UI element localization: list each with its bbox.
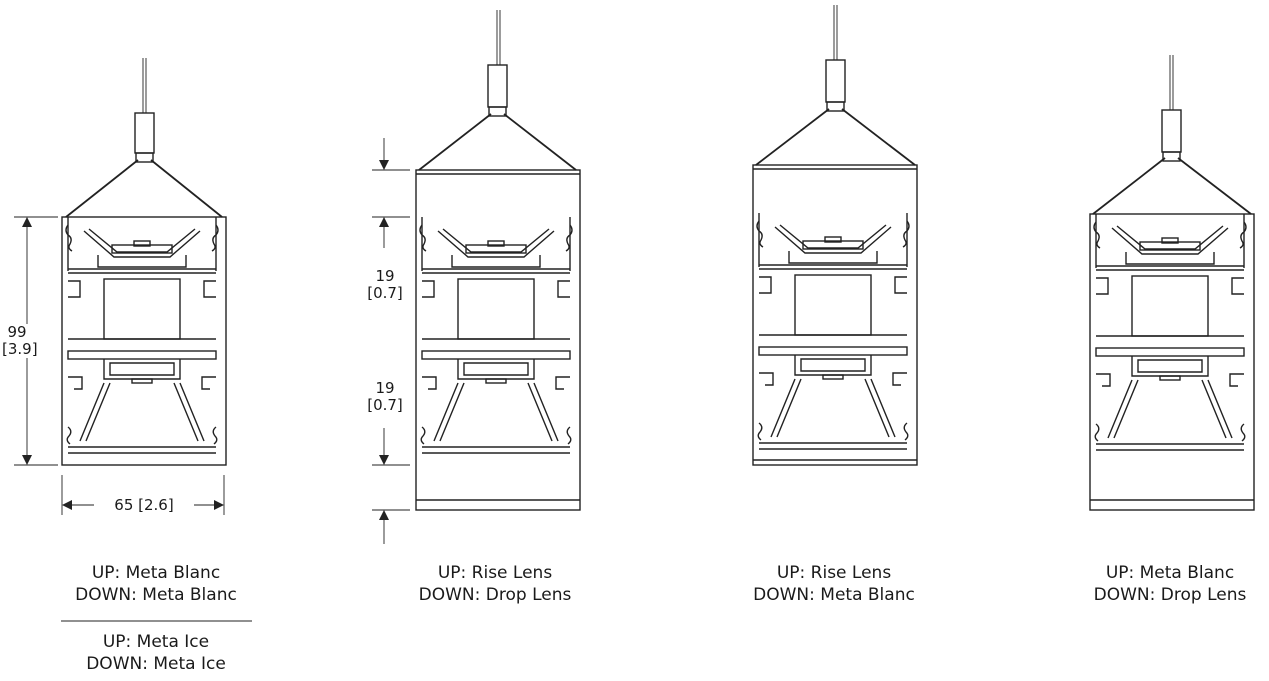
drop-lens-mm: 19 bbox=[375, 379, 395, 397]
rise-lens-dimension-label: 19 [0.7] bbox=[366, 268, 404, 302]
drop-lens-in: [0.7] bbox=[367, 396, 403, 414]
fixture-1-alt-down: DOWN: Meta Ice bbox=[86, 654, 226, 674]
width-value: 65 [2.6] bbox=[114, 496, 174, 514]
fixture-3-down: DOWN: Meta Blanc bbox=[753, 585, 915, 605]
fixture-3-up: UP: Rise Lens bbox=[776, 563, 892, 583]
fixture-4-drawing bbox=[1089, 55, 1255, 511]
height-mm: 99 bbox=[7, 323, 27, 341]
fixture-1-alt-caption: UP: Meta Ice DOWN: Meta Ice bbox=[56, 631, 256, 675]
fixture-3-caption: UP: Rise Lens DOWN: Meta Blanc bbox=[734, 562, 934, 606]
rise-lens-in: [0.7] bbox=[367, 284, 403, 302]
fixture-1-alt-up: UP: Meta Ice bbox=[102, 632, 210, 652]
drop-lens-dimension-label: 19 [0.7] bbox=[366, 380, 404, 414]
fixture-2-up: UP: Rise Lens bbox=[437, 563, 553, 583]
fixture-1-caption: UP: Meta Blanc DOWN: Meta Blanc bbox=[56, 562, 256, 606]
fixture-2-drawing bbox=[372, 10, 581, 544]
height-dimension-label: 99 [3.9] bbox=[2, 323, 38, 358]
fixture-1-down: DOWN: Meta Blanc bbox=[75, 585, 237, 605]
rise-lens-mm: 19 bbox=[375, 267, 395, 285]
fixture-1-drawing bbox=[14, 58, 252, 622]
width-dimension-label: 65 [2.6] bbox=[94, 497, 194, 514]
fixture-4-down: DOWN: Drop Lens bbox=[1093, 585, 1247, 605]
fixture-2-caption: UP: Rise Lens DOWN: Drop Lens bbox=[395, 562, 595, 606]
fixture-2-down: DOWN: Drop Lens bbox=[418, 585, 572, 605]
fixture-4-up: UP: Meta Blanc bbox=[1105, 563, 1235, 583]
height-in: [3.9] bbox=[2, 340, 38, 358]
fixture-4-caption: UP: Meta Blanc DOWN: Drop Lens bbox=[1072, 562, 1268, 606]
fixture-1-up: UP: Meta Blanc bbox=[91, 563, 221, 583]
fixture-3-drawing bbox=[752, 5, 918, 466]
